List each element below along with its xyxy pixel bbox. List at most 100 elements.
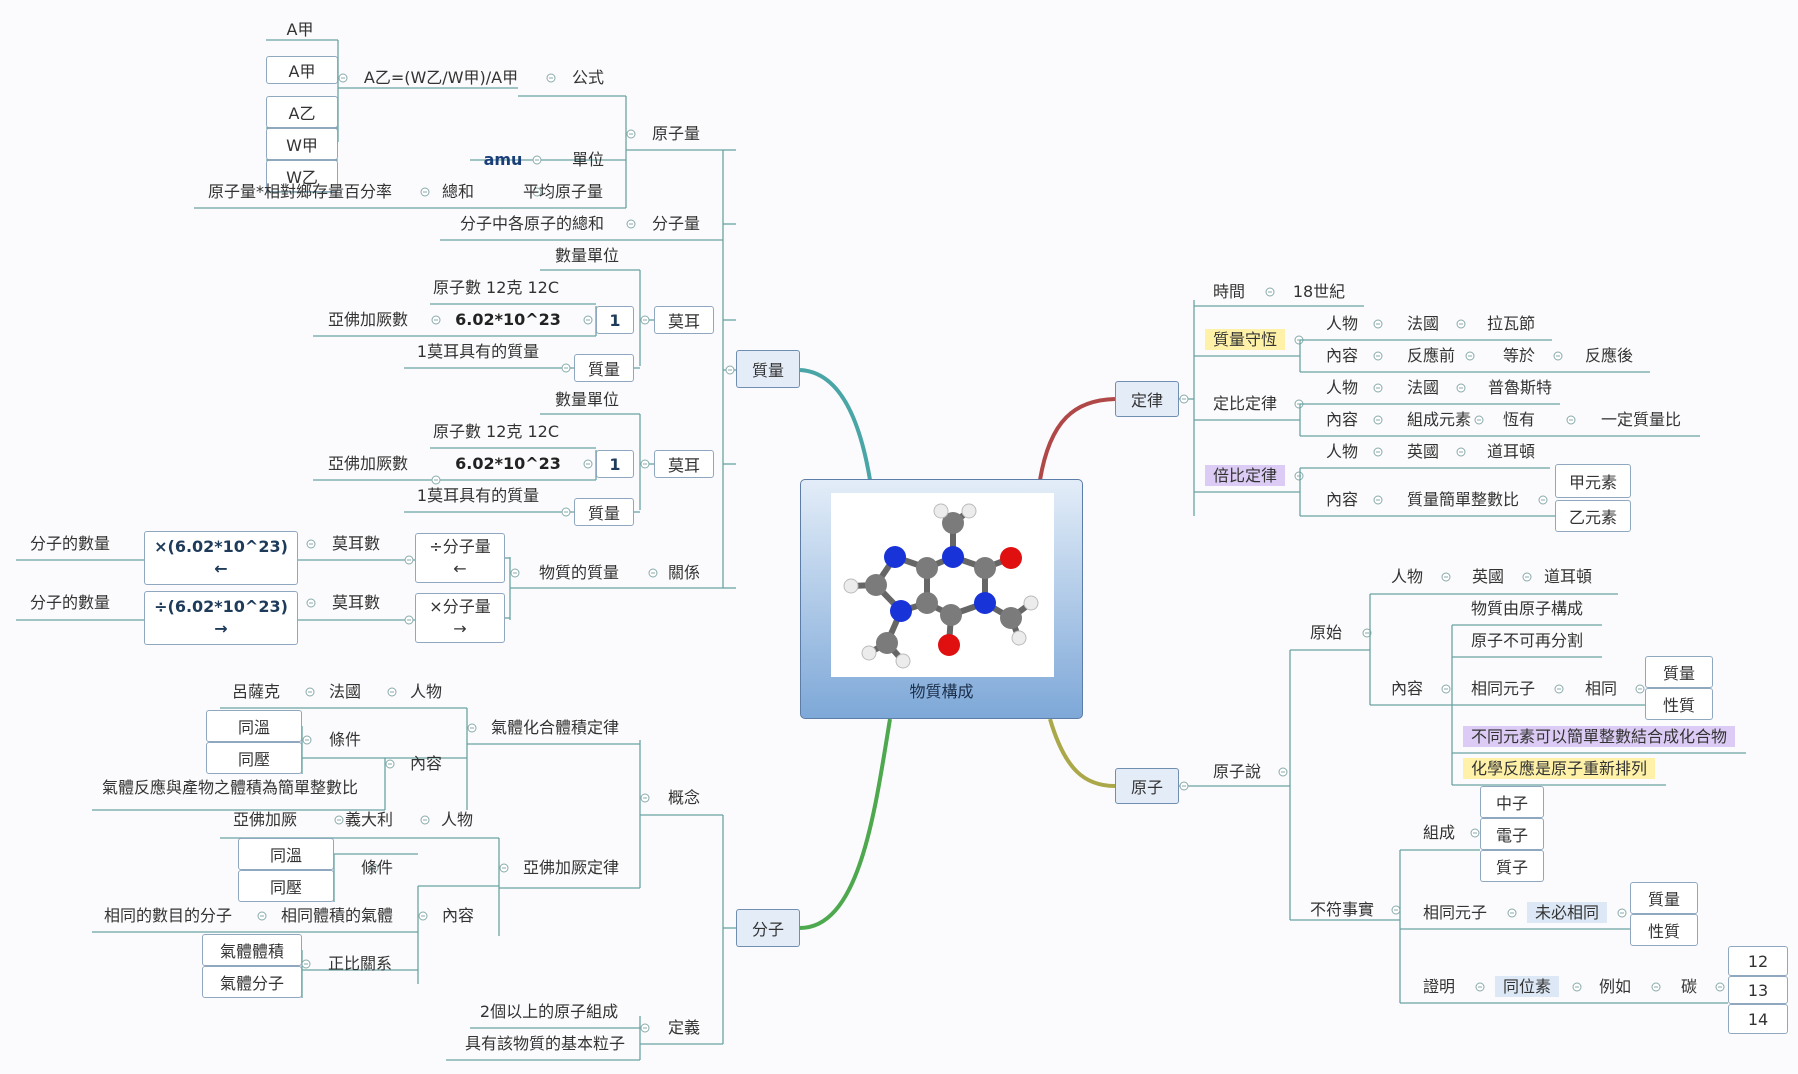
label-content-5[interactable]: 內容 [1325,490,1359,509]
node-property-same[interactable]: 性質 [1645,688,1713,720]
label-atom-count-1[interactable]: 原子數 12克 12C [432,278,560,297]
label-time[interactable]: 時間 [1212,282,1246,301]
label-same[interactable]: 相同 [1584,679,1618,698]
label-avogadro-number-1[interactable]: 亞佛加厥數 [327,310,409,329]
label-gay-lussac[interactable]: 呂薩克 [231,682,281,701]
label-content-1[interactable]: 內容 [409,754,443,773]
label-avogadro-law[interactable]: 亞佛加厥定律 [522,858,620,877]
node-neutron[interactable]: 中子 [1480,786,1544,818]
label-atom-count-2[interactable]: 原子數 12克 12C [432,422,560,441]
label-england-1[interactable]: 英國 [1406,442,1440,461]
label-condition-2[interactable]: 條件 [360,858,394,877]
label-claim-1[interactable]: 物質由原子構成 [1470,599,1584,618]
node-w-yi[interactable]: W乙 [266,160,338,192]
label-person-1[interactable]: 人物 [409,682,443,701]
label-dalton-2[interactable]: 道耳頓 [1543,567,1593,586]
label-lavoisier[interactable]: 拉瓦節 [1486,314,1536,333]
label-content-2[interactable]: 內容 [441,906,475,925]
topic-laws[interactable]: 定律 [1115,381,1179,417]
label-definition-1[interactable]: 2個以上的原子組成 [479,1002,619,1021]
topic-atom[interactable]: 原子 [1115,768,1179,804]
label-molecule-count-2[interactable]: 分子的數量 [29,593,111,612]
label-person-3[interactable]: 人物 [1325,314,1359,333]
topic-molecule[interactable]: 分子 [736,909,800,947]
label-same-volume[interactable]: 相同體積的氣體 [280,906,394,925]
node-element-a[interactable]: 甲元素 [1555,464,1631,498]
node-mass-2[interactable]: 質量 [574,498,634,526]
label-dalton-1[interactable]: 道耳頓 [1486,442,1536,461]
label-gas-content[interactable]: 氣體反應與產物之體積為簡單整數比 [101,778,359,797]
label-avogadro-person[interactable]: 亞佛加厥 [232,810,298,829]
label-proportional[interactable]: 正比關系 [327,954,393,973]
label-molecule-count-1[interactable]: 分子的數量 [29,534,111,553]
node-mul-molecular-weight[interactable]: ×分子量 → [415,593,505,643]
label-amu[interactable]: amu [483,150,523,169]
label-mole-mass-1[interactable]: 1莫耳具有的質量 [416,342,540,361]
label-molecular-weight-value[interactable]: 分子中各原子的總和 [459,214,605,233]
node-c12[interactable]: 12 [1728,946,1788,976]
label-person-6[interactable]: 人物 [1390,567,1424,586]
label-avogadro-number-2[interactable]: 亞佛加厥數 [327,454,409,473]
label-atomic-theory[interactable]: 原子說 [1212,762,1262,781]
node-a-yi[interactable]: A乙 [266,96,338,128]
label-moles-2[interactable]: 莫耳數 [331,593,381,612]
label-quantity-unit-1[interactable]: 數量單位 [554,246,620,265]
label-same-element-2[interactable]: 相同元子 [1422,903,1488,922]
label-content-4[interactable]: 內容 [1325,410,1359,429]
label-definition-2[interactable]: 具有該物質的基本粒子 [464,1034,626,1053]
label-inconsistent-facts[interactable]: 不符事實 [1309,900,1375,919]
label-not-necessarily-same[interactable]: 未必相同 [1526,902,1608,923]
label-relation[interactable]: 關係 [667,563,701,582]
label-original[interactable]: 原始 [1309,623,1343,642]
node-same-temp-1[interactable]: 同溫 [206,710,302,742]
node-c13[interactable]: 13 [1728,976,1788,1004]
label-after-reaction[interactable]: 反應後 [1584,346,1634,365]
label-proust[interactable]: 普魯斯特 [1487,378,1553,397]
label-condition-1[interactable]: 條件 [328,730,362,749]
label-france-3[interactable]: 法國 [1406,378,1440,397]
label-atomic-weight[interactable]: 原子量 [651,124,701,143]
label-france-2[interactable]: 法國 [1406,314,1440,333]
label-person-4[interactable]: 人物 [1325,378,1359,397]
label-composition[interactable]: 組成 [1422,823,1456,842]
label-sum[interactable]: 總和 [441,182,475,201]
node-div-molecular-weight[interactable]: ÷分子量 ← [415,533,505,583]
label-claim-3[interactable]: 不同元素可以簡單整數結合成化合物 [1462,726,1736,747]
topic-mole-1[interactable]: 莫耳 [654,306,714,334]
node-gas-molecules[interactable]: 氣體分子 [202,966,302,998]
node-same-temp-2[interactable]: 同溫 [238,838,334,870]
node-same-pressure-1[interactable]: 同壓 [206,742,302,774]
label-gas-law[interactable]: 氣體化合體積定律 [490,718,620,737]
node-proton[interactable]: 質子 [1480,850,1544,882]
label-simple-integer-mass-ratio[interactable]: 質量簡單整數比 [1406,490,1520,509]
node-mass-not-same[interactable]: 質量 [1630,882,1698,914]
node-div-avogadro[interactable]: ÷(6.02*10^23) → [144,591,298,645]
label-concept[interactable]: 概念 [667,788,701,807]
label-a-jia-top[interactable]: A甲 [286,20,314,39]
node-property-not-same[interactable]: 性質 [1630,914,1698,946]
node-gas-volume[interactable]: 氣體體積 [202,934,302,966]
node-element-b[interactable]: 乙元素 [1555,500,1631,532]
node-mul-avogadro[interactable]: ×(6.02*10^23) ← [144,531,298,585]
label-claim-4[interactable]: 化學反應是原子重新排列 [1462,758,1656,779]
label-definite-proportions[interactable]: 定比定律 [1212,394,1278,413]
node-c14[interactable]: 14 [1728,1004,1788,1034]
topic-mole-2[interactable]: 莫耳 [654,450,714,478]
label-carbon[interactable]: 碳 [1680,977,1698,996]
label-definition[interactable]: 定義 [667,1018,701,1037]
label-constituent-elements[interactable]: 組成元素 [1406,410,1472,429]
label-always[interactable]: 恆有 [1502,410,1536,429]
label-sum-value[interactable]: 原子量*相對鄉存量百分率 [207,182,393,201]
label-italy[interactable]: 義大利 [344,810,394,829]
node-w-jia[interactable]: W甲 [266,128,338,160]
label-formula-title[interactable]: 公式 [571,68,605,87]
label-for-example[interactable]: 例如 [1598,977,1632,996]
label-content-3[interactable]: 內容 [1325,346,1359,365]
label-proof[interactable]: 證明 [1422,977,1456,996]
label-content-6[interactable]: 內容 [1390,679,1424,698]
label-substance-mass[interactable]: 物質的質量 [538,563,620,582]
label-unit[interactable]: 單位 [571,150,605,169]
topic-mass[interactable]: 質量 [736,350,800,388]
label-quantity-unit-2[interactable]: 數量單位 [554,390,620,409]
label-18th-century[interactable]: 18世紀 [1292,282,1346,301]
